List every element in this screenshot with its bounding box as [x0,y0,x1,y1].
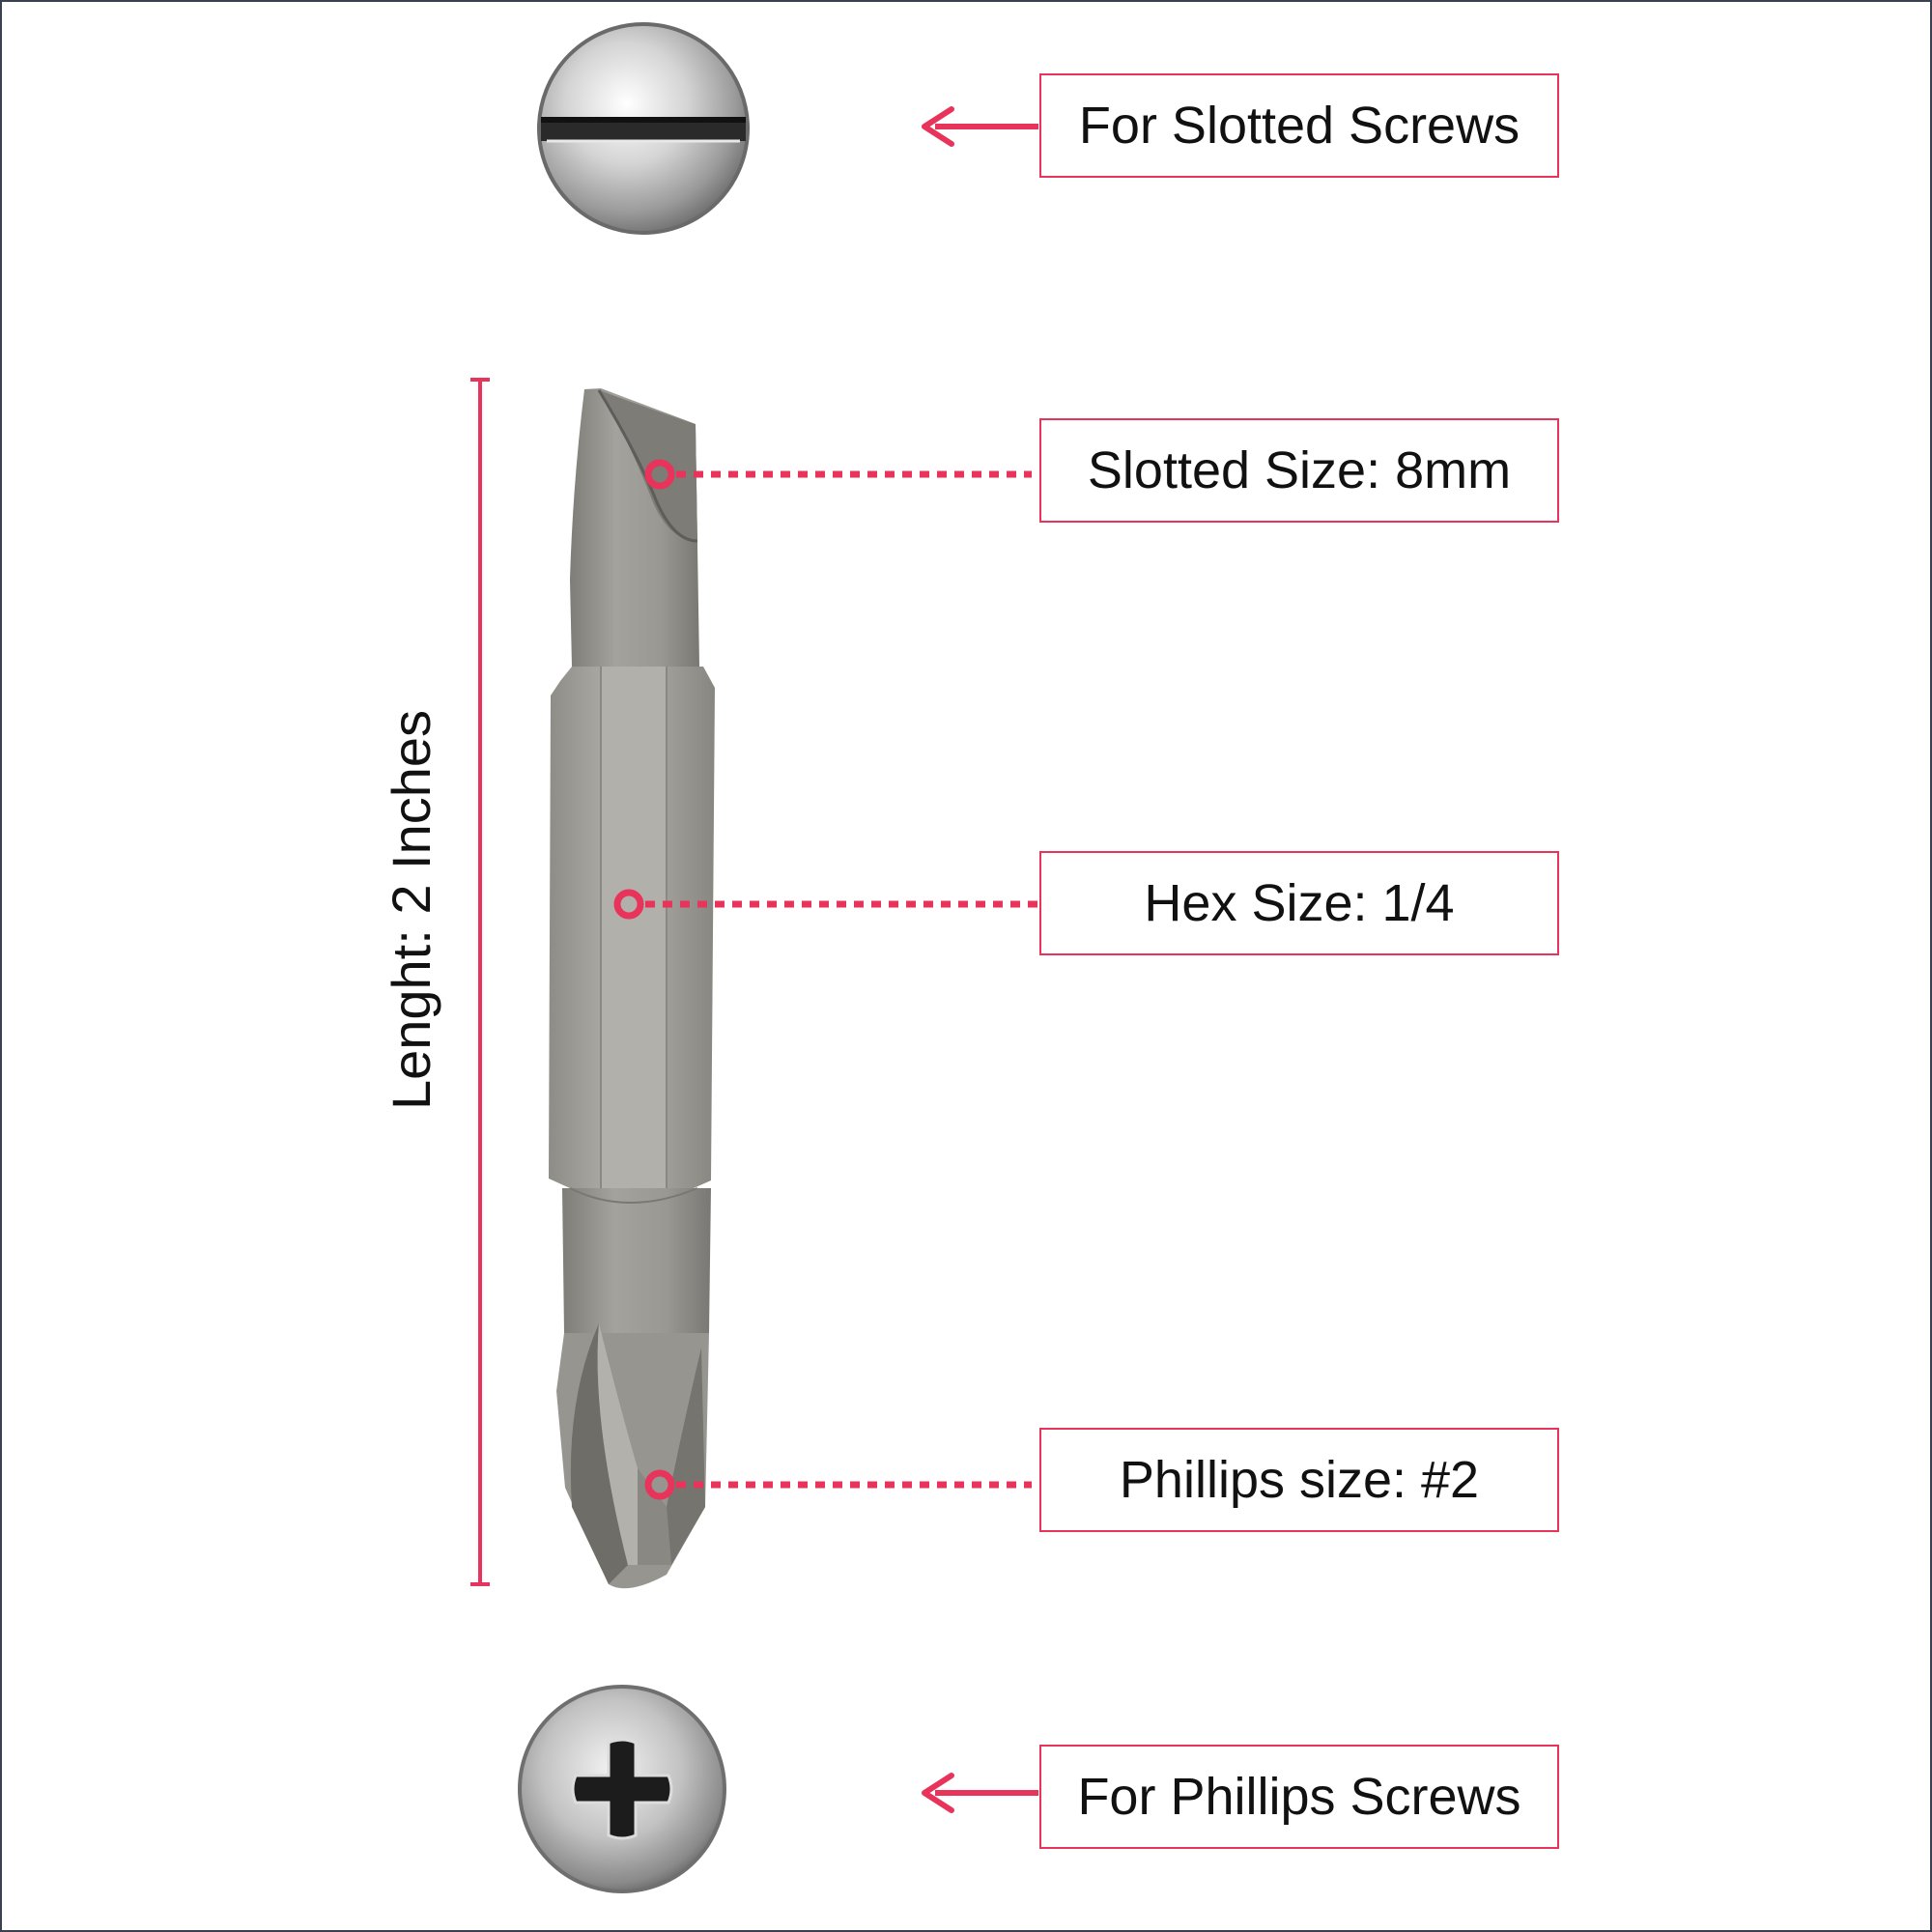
callout-ring-icon [613,889,644,920]
left-arrow-icon [922,1773,1038,1813]
label-text: For Slotted Screws [1078,97,1520,155]
label-text: Phillips size: #2 [1119,1451,1480,1509]
callout-slotted-size [644,459,1032,490]
label-slotted-size: Slotted Size: 8mm [1039,418,1559,523]
callout-hex-size [613,889,1037,920]
label-text: Slotted Size: 8mm [1087,441,1512,499]
label-text: For Phillips Screws [1077,1768,1521,1826]
callout-ring-icon [644,1469,675,1500]
slotted-screw-head-icon [537,22,750,235]
screwdriver-bit [549,388,715,1589]
callout-ring-icon [644,459,675,490]
phillips-screw-head-icon [518,1685,726,1893]
callout-phillips-size [644,1469,1032,1500]
label-phillips-size: Phillips size: #2 [1039,1428,1559,1532]
label-hex-size: Hex Size: 1/4 [1039,851,1559,955]
label-text: Hex Size: 1/4 [1144,874,1455,932]
length-label: Lenght: 2 Inches [380,709,441,1111]
label-for-slotted-screws: For Slotted Screws [1039,73,1559,178]
length-dimension-line [470,378,490,1586]
label-for-phillips-screws: For Phillips Screws [1039,1745,1559,1849]
left-arrow-icon [922,106,1038,147]
